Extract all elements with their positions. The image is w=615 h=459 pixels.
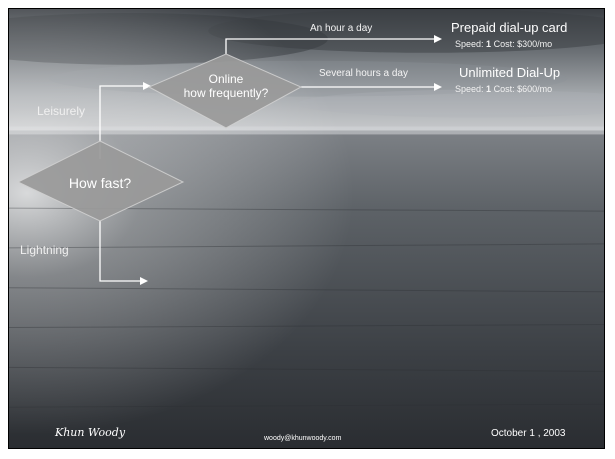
several-arrowhead [434, 83, 442, 91]
hour-a-day-label: An hour a day [310, 23, 373, 34]
footer-email: woody@khunwoody.com [264, 435, 342, 442]
prepaid-card-details: Speed: 1 Cost: $300/mo [455, 40, 552, 49]
speed-value: 1 [486, 39, 492, 49]
several-hours-label: Several hours a day [319, 68, 408, 79]
lightning-arrowhead [140, 277, 148, 285]
unlimited-dialup-title: Unlimited Dial-Up [459, 65, 561, 80]
lightning-label: Lightning [20, 243, 69, 257]
unlimited-dialup-details: Speed: 1 Cost: $600/mo [455, 85, 552, 94]
how-fast-node-label: How fast? [68, 175, 132, 191]
online-frequency-node-label: Online how frequently? [161, 72, 291, 100]
slide: How fast? Online how frequently? Leisure… [8, 8, 605, 449]
speed-value: 1 [486, 84, 492, 94]
hour-connector [225, 38, 434, 54]
how-frequently-line: how frequently? [183, 86, 269, 100]
footer-author: Khun Woody [55, 426, 126, 439]
cost-value: $300/mo [517, 39, 553, 49]
leisurely-label: Leisurely [37, 104, 86, 118]
cost-label: Cost: [493, 39, 515, 49]
cost-label: Cost: [493, 84, 515, 94]
how-fast-diamond [16, 140, 185, 222]
lightning-connector [99, 221, 141, 282]
speed-label: Speed: [455, 39, 484, 49]
leisurely-arrowhead [143, 82, 151, 90]
prepaid-card-title: Prepaid dial-up card [451, 20, 568, 35]
online-line: Online [208, 72, 244, 86]
online-frequency-diamond [147, 53, 303, 129]
speed-label: Speed: [455, 84, 484, 94]
leisurely-connector [99, 85, 145, 159]
cost-value: $600/mo [517, 84, 553, 94]
hour-arrowhead [434, 35, 442, 43]
footer-date: October 1 , 2003 [491, 428, 566, 439]
flowchart-connectors [16, 35, 442, 285]
